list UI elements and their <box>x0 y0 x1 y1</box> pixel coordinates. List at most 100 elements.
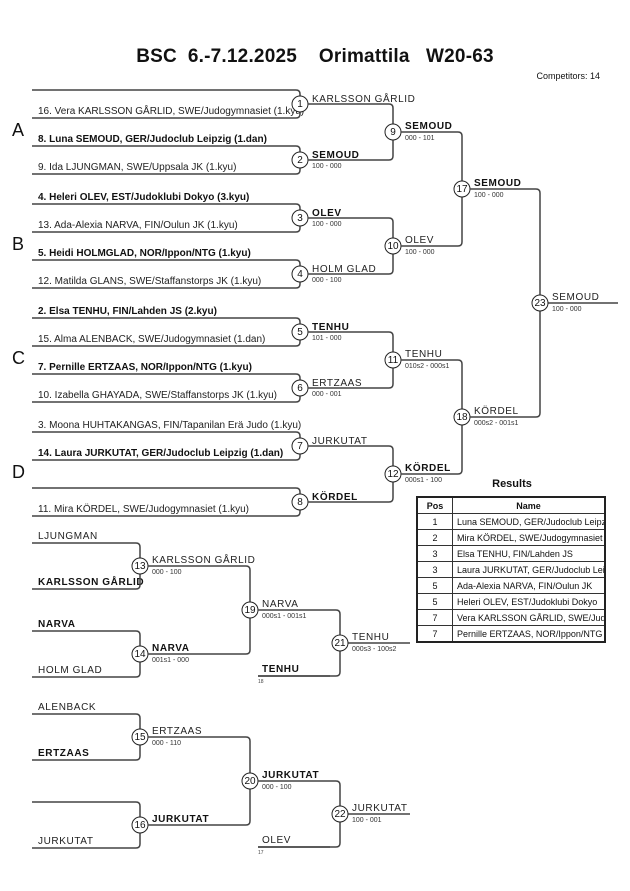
match-number: 21 <box>334 638 346 649</box>
result-name: Elsa TENHU, FIN/Lahden JS <box>452 545 606 562</box>
result-pos: 7 <box>416 625 453 643</box>
column-header-pos: Pos <box>416 496 453 514</box>
match-winner: SEMOUD <box>312 150 360 161</box>
match-number: 13 <box>134 561 146 572</box>
match-score: 010s2 - 000s1 <box>405 363 449 370</box>
result-name: Pernille ERTZAAS, NOR/Ippon/NTG <box>452 625 606 643</box>
match-winner: ERTZAAS <box>152 726 202 737</box>
competitor-entry: 13. Ada-Alexia NARVA, FIN/Oulun JK (1.ky… <box>38 220 238 231</box>
semifinal-connector <box>401 131 463 247</box>
match-number: 19 <box>244 605 256 616</box>
match-winner: KÖRDEL <box>474 405 519 417</box>
match-number: 15 <box>134 732 146 743</box>
match-score: 001s1 - 000 <box>152 657 189 664</box>
result-name: Heleri OLEV, EST/Judoklubi Dokyo <box>452 593 606 610</box>
match-number: 1 <box>297 99 303 110</box>
match-number-circle <box>331 805 349 823</box>
match-winner: TENHU <box>312 322 349 333</box>
match-number-circle <box>531 294 549 312</box>
match-winner: SEMOUD <box>405 121 453 132</box>
competitor-entry: 15. Alma ALENBACK, SWE/Judogymnasiet (1.… <box>38 334 265 345</box>
match-winner: KARLSSON GÅRLID <box>312 92 415 105</box>
match-score: 100 - 000 <box>552 306 582 313</box>
match-number: 4 <box>297 269 303 280</box>
match-score: 000 - 110 <box>152 740 181 747</box>
result-name: Laura JURKUTAT, GER/Judoclub Leipzig <box>452 561 606 578</box>
match-winner: JURKUTAT <box>312 436 368 447</box>
match-number: 3 <box>297 213 303 224</box>
match-number: 2 <box>297 155 303 166</box>
competitor-entry: 5. Heidi HOLMGLAD, NOR/Ippon/NTG (1.kyu) <box>38 248 251 259</box>
match-winner: KARLSSON GÅRLID <box>152 553 255 566</box>
result-pos: 1 <box>416 513 453 530</box>
competitor-entry: 7. Pernille ERTZAAS, NOR/Ippon/NTG (1.ky… <box>38 362 252 373</box>
match-number: 16 <box>134 820 146 831</box>
match-number: 20 <box>244 776 256 787</box>
match-number: 23 <box>534 298 546 309</box>
page-title: BSC 6.-7.12.2025 Orimattila W20-63 <box>136 46 494 67</box>
competitor-entry: 10. Izabella GHAYADA, SWE/Staffanstorps … <box>38 390 277 401</box>
competitor-entry: 12. Matilda GLANS, SWE/Staffanstorps JK … <box>38 276 261 287</box>
competitor-entry: 2. Elsa TENHU, FIN/Lahden JS (2.kyu) <box>38 306 217 317</box>
competitors-count: Competitors: 14 <box>536 71 600 81</box>
match-score: 000 - 001 <box>312 391 342 398</box>
competitor-entry: 11. Mira KÖRDEL, SWE/Judogymnasiet (1.ky… <box>38 503 249 515</box>
match-winner: TENHU <box>352 632 389 643</box>
pool-label-d: D <box>12 462 25 482</box>
match-winner: JURKUTAT <box>262 770 319 781</box>
repechage-entry: ERTZAAS <box>38 748 89 759</box>
bronze-source-match: 18 <box>258 679 264 685</box>
match-winner: KÖRDEL <box>312 490 358 503</box>
match-score: 000 - 101 <box>405 135 435 142</box>
match-winner: OLEV <box>405 235 434 246</box>
result-pos: 7 <box>416 609 453 626</box>
match-number: 11 <box>388 355 399 366</box>
match-score: 000s3 - 100s2 <box>352 646 396 653</box>
pool-label-b: B <box>12 234 24 254</box>
match-score: 100 - 000 <box>312 221 342 228</box>
match-winner: HOLM GLAD <box>312 264 376 275</box>
match-winner: KÖRDEL <box>405 461 451 474</box>
match-winner: TENHU <box>405 349 442 360</box>
match-winner: NARVA <box>152 643 190 654</box>
repechage-connector <box>148 565 251 655</box>
match-winner: SEMOUD <box>552 292 600 303</box>
match-winner: JURKUTAT <box>152 814 209 825</box>
match-number: 17 <box>456 184 468 195</box>
match-score: 100 - 001 <box>352 817 382 824</box>
repechage-connector <box>148 736 251 826</box>
match-score: 100 - 000 <box>474 192 504 199</box>
column-header-name: Name <box>452 496 606 514</box>
result-name: Vera KARLSSON GÅRLID, SWE/Judogymnasiet <box>452 609 606 626</box>
result-name: Luna SEMOUD, GER/Judoclub Leipzig <box>452 513 606 530</box>
bronze-source-match: 17 <box>258 850 264 856</box>
repechage-entry: JURKUTAT <box>38 836 94 847</box>
repechage-entry: KARLSSON GÅRLID <box>38 575 144 588</box>
match-score: 000 - 100 <box>152 569 182 576</box>
match-number: 9 <box>390 127 396 138</box>
match-number: 6 <box>297 383 303 394</box>
match-score: 100 - 000 <box>405 249 435 256</box>
result-pos: 3 <box>416 545 453 562</box>
match-number: 5 <box>297 327 303 338</box>
match-winner: NARVA <box>262 599 299 610</box>
result-pos: 5 <box>416 577 453 594</box>
competitor-entry: 4. Heleri OLEV, EST/Judoklubi Dokyo (3.k… <box>38 192 249 203</box>
competitor-entry: 14. Laura JURKUTAT, GER/Judoclub Leipzig… <box>38 448 283 459</box>
match-number: 18 <box>456 412 468 423</box>
match-score: 000s2 - 001s1 <box>474 420 518 427</box>
final-connector <box>470 188 541 418</box>
match-winner: SEMOUD <box>474 178 522 189</box>
match-score: 000s1 - 001s1 <box>262 613 306 620</box>
competitor-entry: 3. Moona HUHTAKANGAS, FIN/Tapanilan Erä … <box>38 420 301 431</box>
match-number: 7 <box>297 441 303 452</box>
result-name: Mira KÖRDEL, SWE/Judogymnasiet <box>452 529 606 546</box>
